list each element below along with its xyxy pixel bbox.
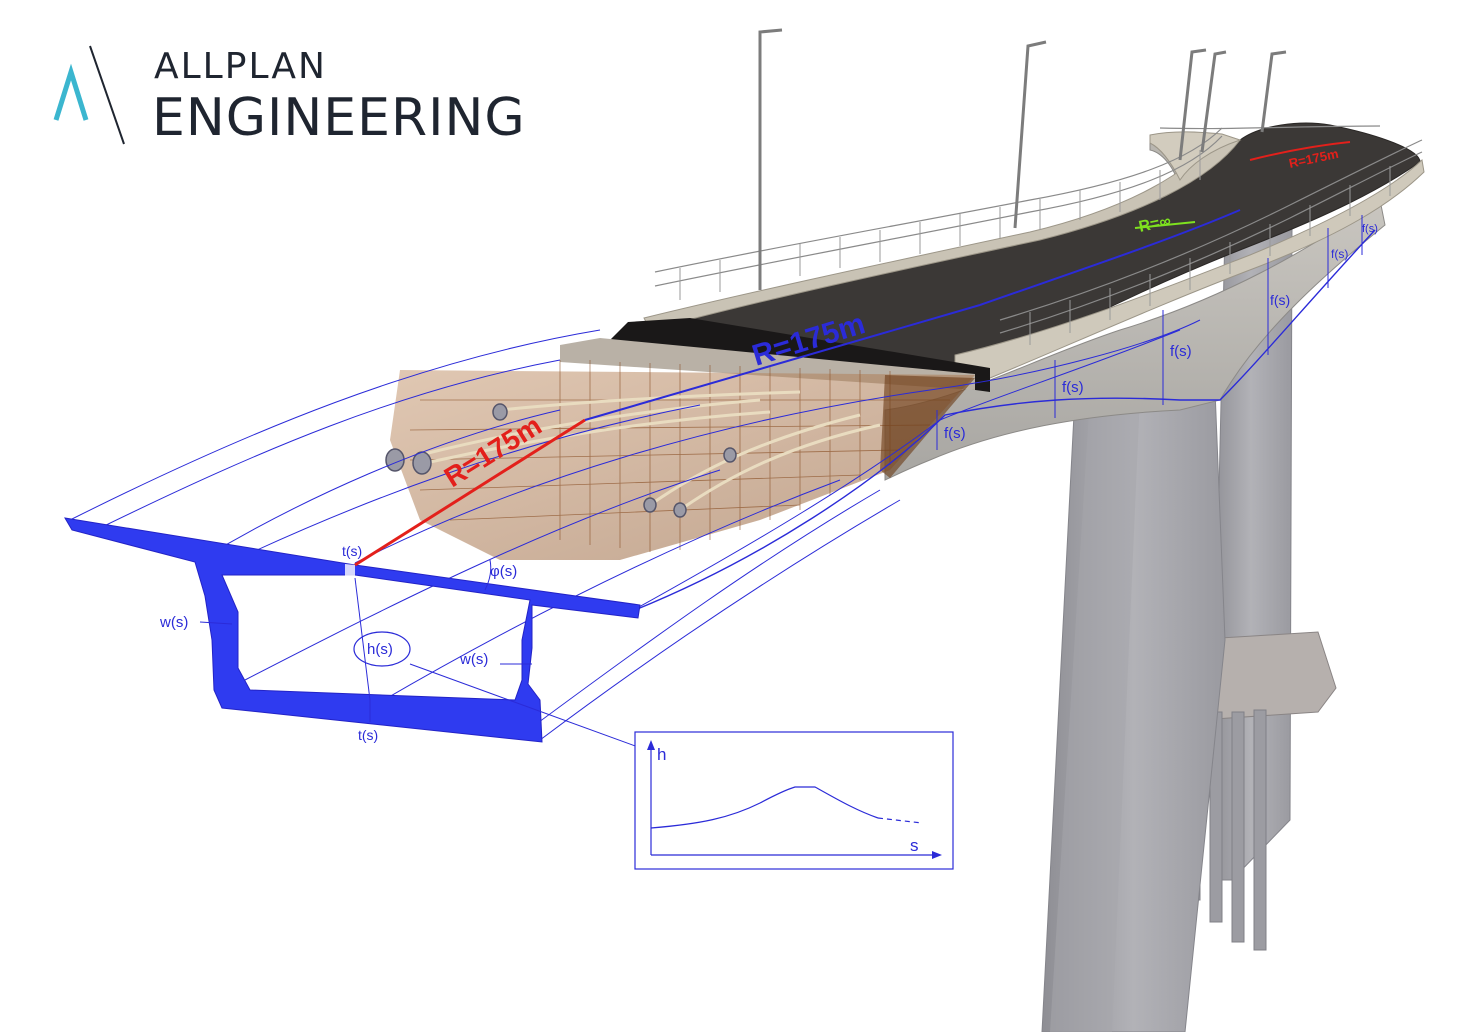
label-w-right: w(s) (459, 651, 488, 668)
deck-cutaway (385, 318, 990, 560)
radius-lines (354, 141, 1351, 567)
allplan-logo: ALLPLAN ENGINEERING (42, 40, 562, 150)
label-f-1: f(s) (944, 425, 966, 442)
dimension-lines (199, 559, 661, 756)
reinforcement-cage (390, 370, 975, 560)
offset-dimensions (936, 215, 1363, 450)
graph-axis-h: h (657, 745, 666, 764)
label-h: h(s) (367, 641, 393, 658)
logo-text-allplan: ALLPLAN (154, 46, 327, 87)
label-w-left: w(s) (159, 614, 188, 631)
label-f-6: f(s) (1362, 223, 1378, 235)
height-profile-graph (634, 731, 954, 870)
lamp-posts (758, 28, 1287, 290)
label-t-bottom: t(s) (358, 727, 378, 743)
box-girder-section (64, 517, 641, 743)
height-profile-curve (650, 786, 879, 829)
bridge-railings (654, 125, 1423, 334)
label-f-3: f(s) (1170, 343, 1192, 360)
label-phi: φ(s) (490, 563, 517, 580)
label-f-4: f(s) (1270, 292, 1290, 308)
label-t-top: t(s) (342, 543, 362, 559)
label-f-2: f(s) (1062, 379, 1084, 396)
radius-label-straight: R=∞ (1137, 213, 1172, 236)
allplan-mark-icon (53, 45, 125, 145)
road-deck (639, 122, 1425, 379)
graph-axis-s: s (910, 836, 919, 855)
height-callout (353, 631, 411, 667)
tendon-anchors (385, 403, 737, 518)
label-f-5: f(s) (1331, 247, 1348, 261)
logo-text-engineering: ENGINEERING (152, 88, 526, 148)
